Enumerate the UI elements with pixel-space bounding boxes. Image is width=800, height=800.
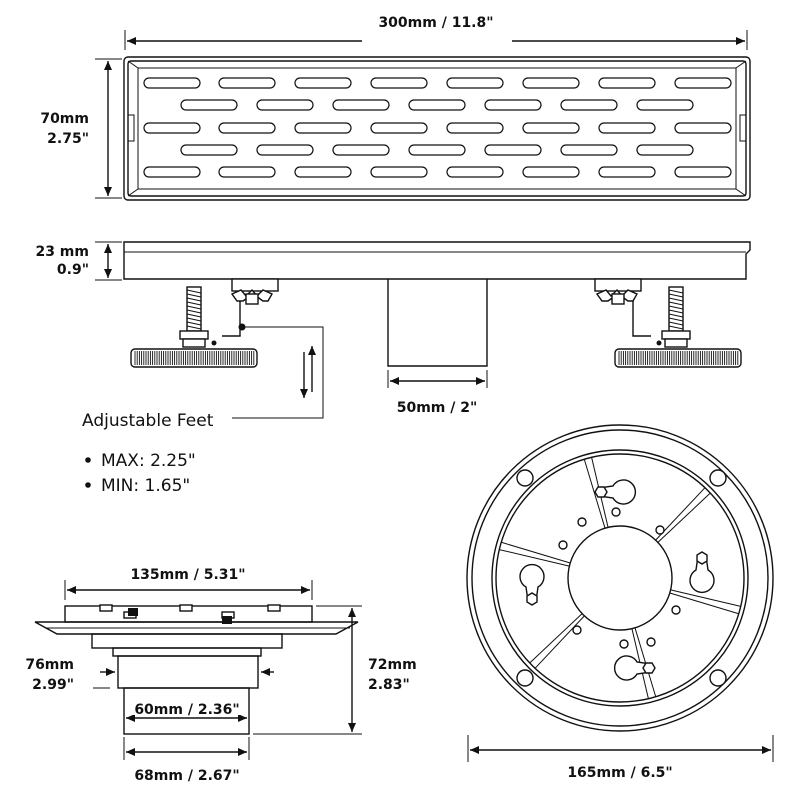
outlet-left-height-in: 2.99" xyxy=(32,677,74,693)
mount-hole xyxy=(516,669,534,687)
grate-slot xyxy=(370,122,428,134)
grate-slots xyxy=(143,77,732,178)
drain-outlet-pipe xyxy=(387,279,488,367)
outlet-inner-width-label: 60mm / 2.36" xyxy=(134,702,239,718)
grate-slot xyxy=(636,144,694,156)
grate-slot xyxy=(446,122,504,134)
grate-slot xyxy=(256,99,314,111)
outer-ring xyxy=(466,424,774,732)
grate-slot xyxy=(674,77,732,89)
feet-max-item: MAX: 2.25" xyxy=(101,451,196,471)
grate-slot xyxy=(560,144,618,156)
grate-slot xyxy=(294,77,352,89)
feet-min-item: MIN: 1.65" xyxy=(101,476,190,496)
grate-slot xyxy=(522,77,580,89)
grate-slot xyxy=(332,99,390,111)
grate-slot xyxy=(598,166,656,178)
adjustable-feet-info: Adjustable Feet MAX: 2.25" MIN: 1.65" xyxy=(82,411,214,496)
grate-slot xyxy=(218,77,276,89)
top-height-mm-label: 70mm xyxy=(40,111,89,127)
grate-slot xyxy=(408,99,466,111)
grate-slot xyxy=(446,77,504,89)
keyhole-slot xyxy=(613,655,656,681)
drain-grate-outline xyxy=(123,56,751,201)
grate-slot xyxy=(598,77,656,89)
hub-spokes xyxy=(499,457,741,699)
side-view: 23 mm 0.9" 50mm / 2" xyxy=(35,241,751,419)
grate-slot xyxy=(408,144,466,156)
grate-slot xyxy=(598,122,656,134)
feet-title: Adjustable Feet xyxy=(82,411,214,431)
grate-slot xyxy=(484,99,542,111)
grate-slot xyxy=(218,122,276,134)
mount-hole xyxy=(709,669,727,687)
mount-hole xyxy=(709,469,727,487)
grate-slot xyxy=(370,166,428,178)
keyhole-slots xyxy=(519,479,715,681)
outlet-outer-width-label: 68mm / 2.67" xyxy=(134,768,239,784)
grate-slot xyxy=(294,122,352,134)
center-hole xyxy=(567,525,673,631)
grate-slot xyxy=(674,122,732,134)
top-height-in-label: 2.75" xyxy=(47,131,89,147)
outlet-right-height-in: 2.83" xyxy=(368,677,410,693)
round-bottom-view: 165mm / 6.5" xyxy=(466,424,774,781)
grate-slot xyxy=(143,166,201,178)
grate-slot xyxy=(143,122,201,134)
outlet-flange xyxy=(34,621,359,635)
grate-slot xyxy=(560,99,618,111)
outlet-right-height-mm: 72mm xyxy=(368,657,417,673)
outlet-section-view: 135mm / 5.31" 76mm 2.99" 72mm 2.83" 60mm… xyxy=(25,567,416,784)
outlet-left-height-mm: 76mm xyxy=(25,657,74,673)
grate-slot xyxy=(218,166,276,178)
grate-slot xyxy=(522,122,580,134)
grate-slot xyxy=(484,144,542,156)
side-height-in-label: 0.9" xyxy=(57,262,89,278)
top-width-label: 300mm / 11.8" xyxy=(378,15,493,31)
mount-hole xyxy=(516,469,534,487)
inner-ring xyxy=(491,449,749,707)
keyhole-slot xyxy=(594,479,637,505)
grate-slot xyxy=(332,144,390,156)
outlet-top-width-label: 135mm / 5.31" xyxy=(130,567,245,583)
diameter-label: 165mm / 6.5" xyxy=(567,765,672,781)
left-adjustable-foot xyxy=(130,278,279,368)
grate-slot xyxy=(674,166,732,178)
outlet-pipe-upper xyxy=(117,655,259,689)
grate-slot xyxy=(180,99,238,111)
grate-slot xyxy=(446,166,504,178)
grate-slot xyxy=(636,99,694,111)
channel-body xyxy=(123,241,751,280)
grate-slot xyxy=(180,144,238,156)
outlet-width-label: 50mm / 2" xyxy=(397,400,478,416)
keyhole-slot xyxy=(689,551,715,594)
grate-slot xyxy=(143,77,201,89)
outlet-pipe-lower xyxy=(123,687,250,735)
grate-slot xyxy=(256,144,314,156)
mounting-holes xyxy=(516,469,727,687)
feet-leader-line xyxy=(232,326,324,419)
keyhole-slot xyxy=(519,563,545,606)
grate-slot xyxy=(522,166,580,178)
right-adjustable-foot xyxy=(594,278,742,368)
grate-slot xyxy=(294,166,352,178)
side-height-mm-label: 23 mm xyxy=(35,244,89,260)
grate-slot xyxy=(370,77,428,89)
top-view: 300mm / 11.8" 70mm 2.75" xyxy=(40,15,751,201)
